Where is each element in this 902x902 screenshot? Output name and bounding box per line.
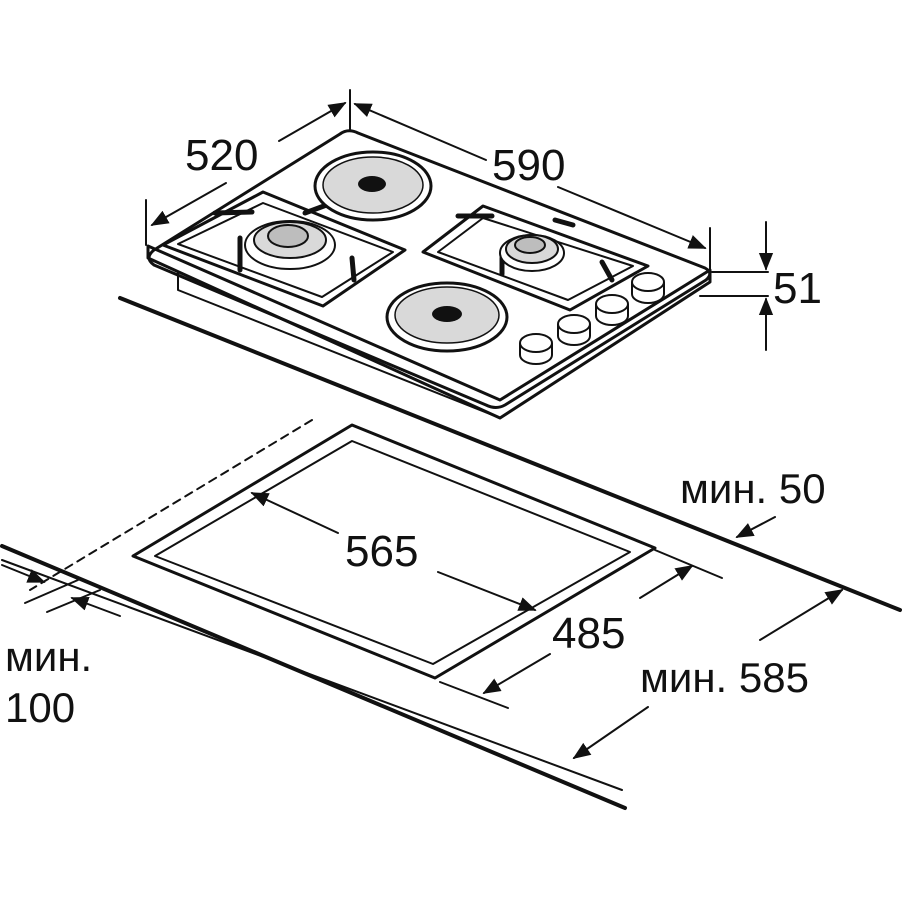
clearance-worktop: мин. 585 [640,654,809,701]
clearance-back: мин. 50 [680,465,826,512]
worktop [0,296,902,810]
control-knobs [519,272,665,365]
right-gas-burner [499,234,565,272]
dim-520: 520 [185,131,258,180]
back-left-hotplate [313,150,433,222]
hob-top-plate [147,129,712,409]
dim-51: 51 [773,264,822,313]
left-pan-support [161,190,407,308]
knob-4 [631,272,665,304]
clearance-side-label: мин. [5,633,92,680]
cutout [131,423,657,680]
hob [146,129,712,420]
dim-485: 485 [552,609,625,658]
right-pan-support [421,204,650,312]
knob-2 [557,314,591,346]
dimension-lines [1,89,844,760]
knob-1 [519,333,553,365]
dimension-labels: 520 590 51 565 485 мин. 50 мин. 585 мин.… [5,131,826,731]
front-hotplate [385,281,509,353]
knob-3 [595,294,629,326]
dim-565: 565 [345,527,418,576]
clearance-side-value: 100 [5,684,75,731]
left-gas-burner [244,220,336,270]
dim-590: 590 [492,141,565,190]
